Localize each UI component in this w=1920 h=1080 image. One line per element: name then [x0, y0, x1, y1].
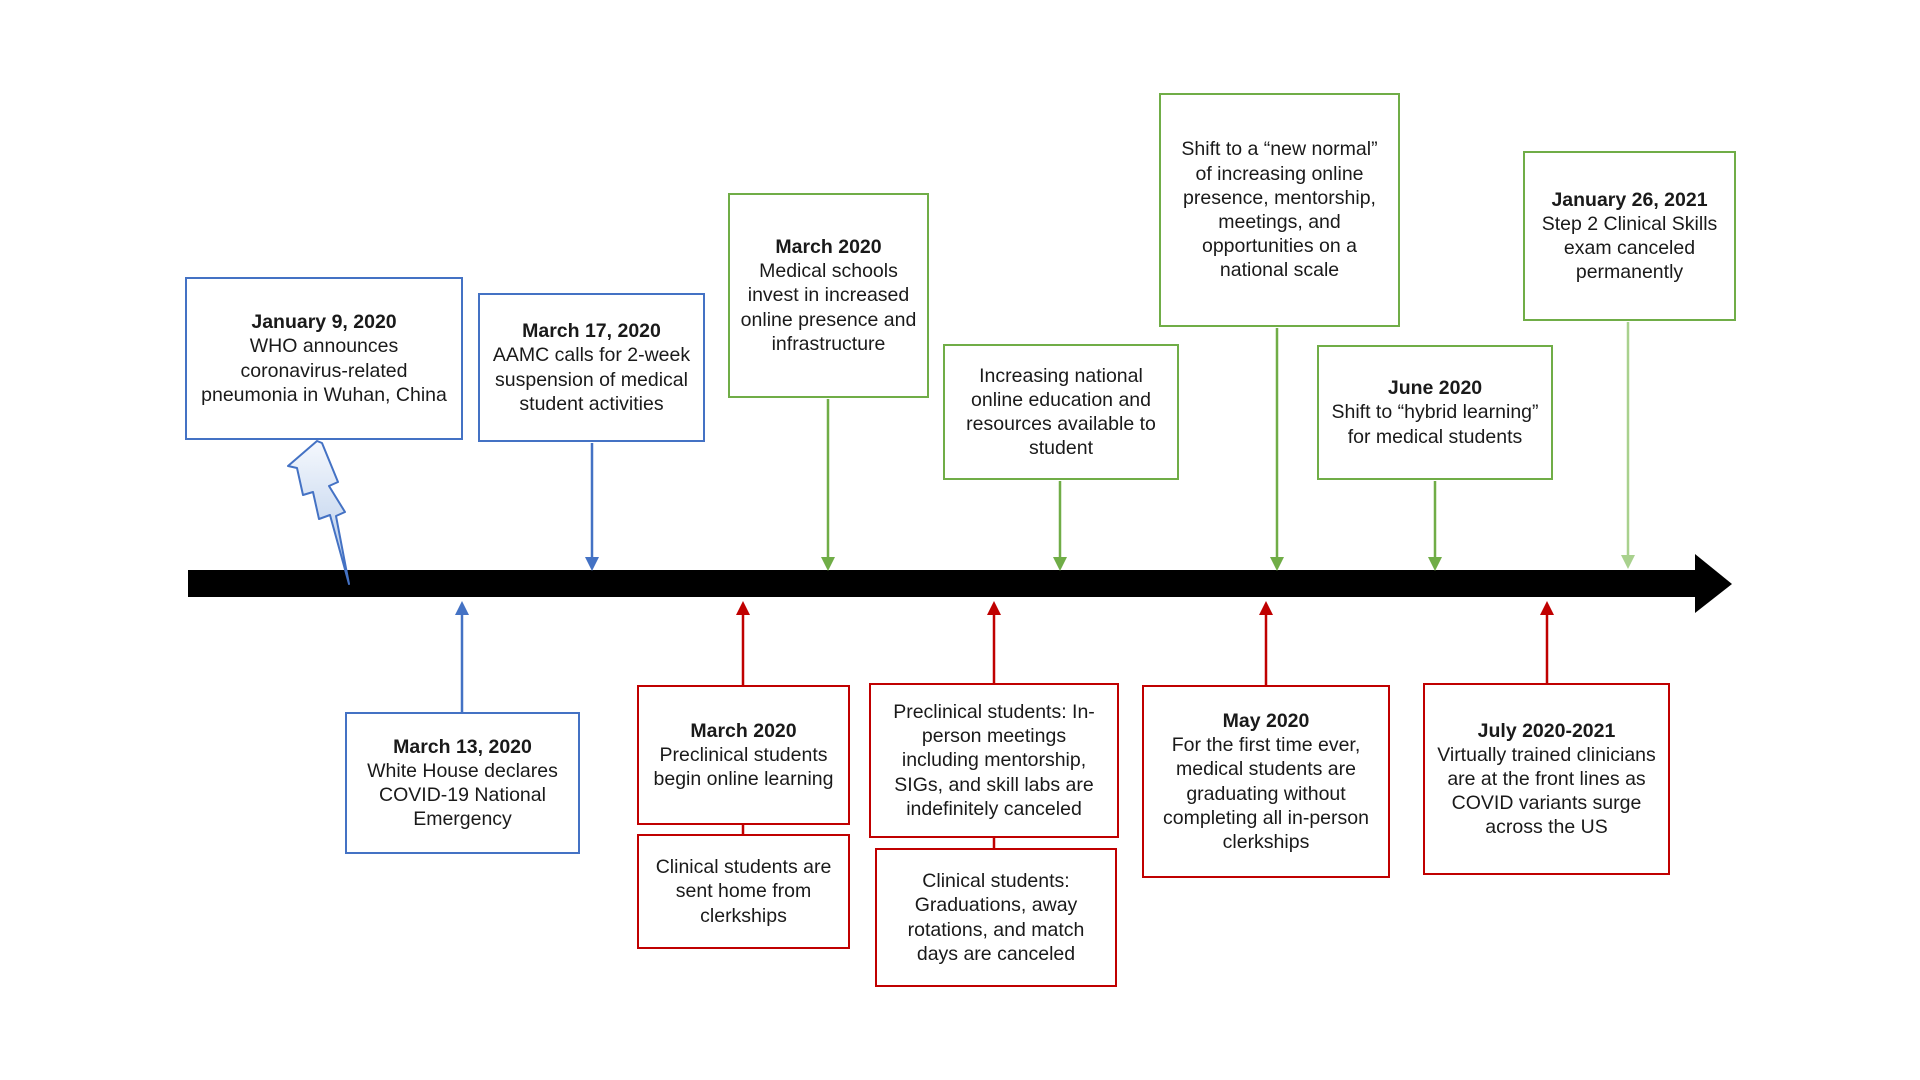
event-text: Clinical students: Graduations, away rot…	[907, 870, 1085, 965]
event-text: For the first time ever, medical student…	[1163, 734, 1369, 853]
event-date: June 2020	[1387, 377, 1483, 400]
above-event-arrows	[585, 322, 1635, 571]
event-box-virtual-clinicians-frontlines: July 2020-2021 Virtually trained clinici…	[1423, 683, 1670, 875]
event-text: Preclinical students begin online learni…	[653, 743, 834, 791]
event-text: WHO announces coronavirus-related pneumo…	[201, 335, 447, 406]
event-date: March 2020	[690, 719, 797, 742]
event-text: AAMC calls for 2-week suspension of medi…	[492, 344, 691, 415]
event-date: January 9, 2020	[251, 311, 397, 334]
event-box-clinical-sent-home: Clinical students are sent home from cle…	[637, 834, 850, 949]
event-box-hybrid-learning: June 2020 Shift to “hybrid learning” for…	[1317, 345, 1553, 480]
event-box-clinical-graduations-canceled: Clinical students: Graduations, away rot…	[875, 848, 1117, 987]
event-text: Shift to “hybrid learning” for medical s…	[1331, 401, 1539, 448]
event-box-preclinical-online-learning: March 2020 Preclinical students begin on…	[637, 685, 850, 825]
event-date: March 13, 2020	[393, 735, 532, 758]
event-box-new-normal-shift: Shift to a “new normal” of increasing on…	[1159, 93, 1400, 327]
timeline-axis-arrow	[188, 554, 1732, 613]
event-box-national-online-education: Increasing national online education and…	[943, 344, 1179, 480]
event-box-schools-invest-online: March 2020 Medical schools invest in inc…	[728, 193, 929, 398]
event-box-preclinical-meetings-canceled: Preclinical students: In-person meetings…	[869, 683, 1119, 838]
event-text: Medical schools invest in increased onli…	[740, 260, 917, 355]
event-text: Preclinical students: In-person meetings…	[893, 701, 1095, 820]
event-text: Virtually trained clinicians are at the …	[1437, 743, 1656, 839]
event-text: Clinical students are sent home from cle…	[655, 856, 832, 927]
event-date: July 2020-2021	[1477, 719, 1616, 742]
event-box-aamc-suspension: March 17, 2020 AAMC calls for 2-week sus…	[478, 293, 705, 442]
event-date: March 17, 2020	[522, 320, 661, 343]
event-box-graduating-without-clerkships: May 2020 For the first time ever, medica…	[1142, 685, 1390, 878]
event-box-step2-cs-canceled: January 26, 2021 Step 2 Clinical Skills …	[1523, 151, 1736, 321]
event-text: Shift to a “new normal” of increasing on…	[1181, 138, 1378, 282]
event-text: Step 2 Clinical Skills exam canceled per…	[1541, 212, 1718, 284]
event-date: January 26, 2021	[1551, 188, 1708, 211]
event-text: Increasing national online education and…	[966, 364, 1156, 460]
lightning-bolt-icon	[287, 440, 350, 585]
event-box-national-emergency: March 13, 2020 White House declares COVI…	[345, 712, 580, 854]
event-date: March 2020	[775, 236, 882, 259]
event-text: White House declares COVID-19 National E…	[367, 759, 558, 831]
event-box-who-announcement: January 9, 2020 WHO announces coronaviru…	[185, 277, 463, 440]
event-date: May 2020	[1222, 709, 1310, 732]
